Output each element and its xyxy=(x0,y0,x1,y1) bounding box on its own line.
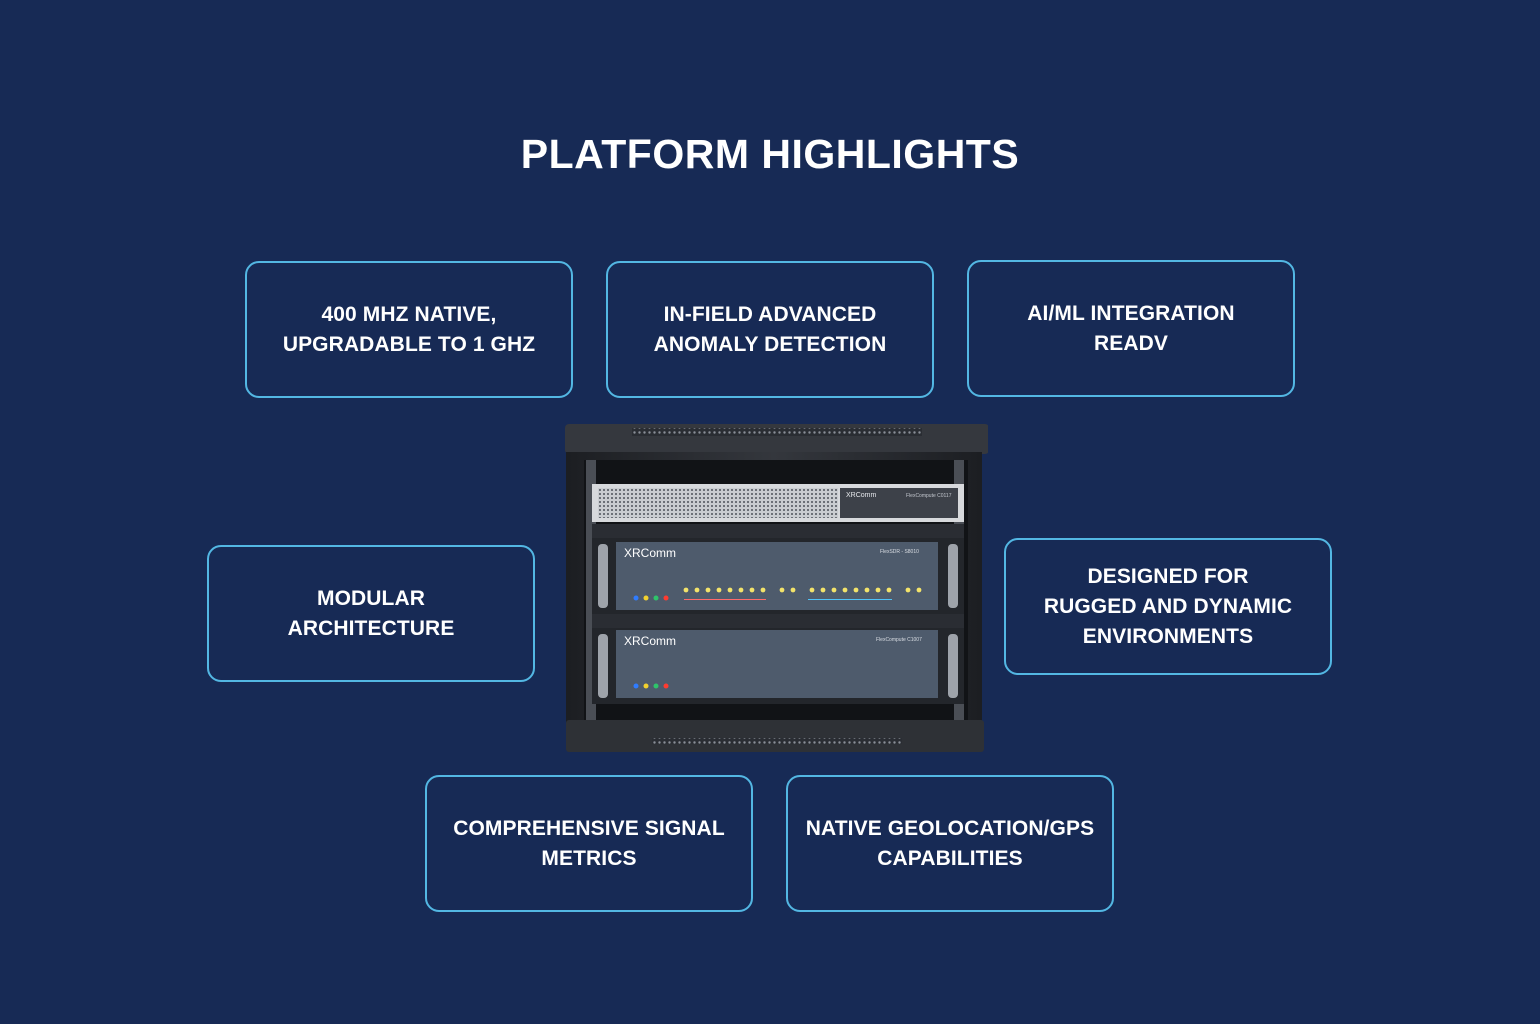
unit-compute-model: FlexCompute C1007 xyxy=(876,637,922,643)
unit-top-brand: XRComm xyxy=(846,492,877,499)
highlight-card-modular: MODULAR ARCHITECTURE xyxy=(207,545,535,682)
highlight-card-geolocation: NATIVE GEOLOCATION/GPS CAPABILITIES xyxy=(786,775,1114,912)
unit-sdr-model: FlexSDR - S8010 xyxy=(880,549,919,555)
highlight-card-ai-ml: AI/ML INTEGRATION READV xyxy=(967,260,1295,397)
highlight-card-frequency: 400 MHZ NATIVE, UPGRADABLE TO 1 GHZ xyxy=(245,261,573,398)
highlight-card-signal-metrics: COMPREHENSIVE SIGNAL METRICS xyxy=(425,775,753,912)
highlight-card-label: IN-FIELD ADVANCED ANOMALY DETECTION xyxy=(653,302,887,356)
unit-top-model: FlexCompute C0117 xyxy=(906,493,952,499)
highlight-card-label: NATIVE GEOLOCATION/GPS CAPABILITIES xyxy=(805,816,1095,870)
rack-base xyxy=(566,720,984,752)
rack-unit-sdr xyxy=(616,542,938,610)
highlight-card-label: MODULAR ARCHITECTURE xyxy=(287,586,455,640)
unit-sdr-brand: XRComm xyxy=(624,546,676,560)
unit-compute-leds xyxy=(633,683,669,689)
highlight-card-label: 400 MHZ NATIVE, UPGRADABLE TO 1 GHZ xyxy=(282,302,536,356)
highlight-card-label: AI/ML INTEGRATION READV xyxy=(1027,301,1235,355)
page-title: PLATFORM HIGHLIGHTS xyxy=(520,131,1020,177)
hardware-rack-image: XRComm FlexCompute C0117 XRComm FlexSDR … xyxy=(562,420,988,756)
highlight-card-label: DESIGNED FOR RUGGED AND DYNAMIC ENVIRONM… xyxy=(1043,564,1293,648)
highlight-card-rugged: DESIGNED FOR RUGGED AND DYNAMIC ENVIRONM… xyxy=(1004,538,1332,675)
highlight-card-anomaly-detection: IN-FIELD ADVANCED ANOMALY DETECTION xyxy=(606,261,934,398)
rack-unit-compute xyxy=(616,630,938,698)
unit-sdr-leds xyxy=(633,587,922,601)
highlight-card-label: COMPREHENSIVE SIGNAL METRICS xyxy=(453,816,725,870)
unit-compute-brand: XRComm xyxy=(624,634,676,648)
